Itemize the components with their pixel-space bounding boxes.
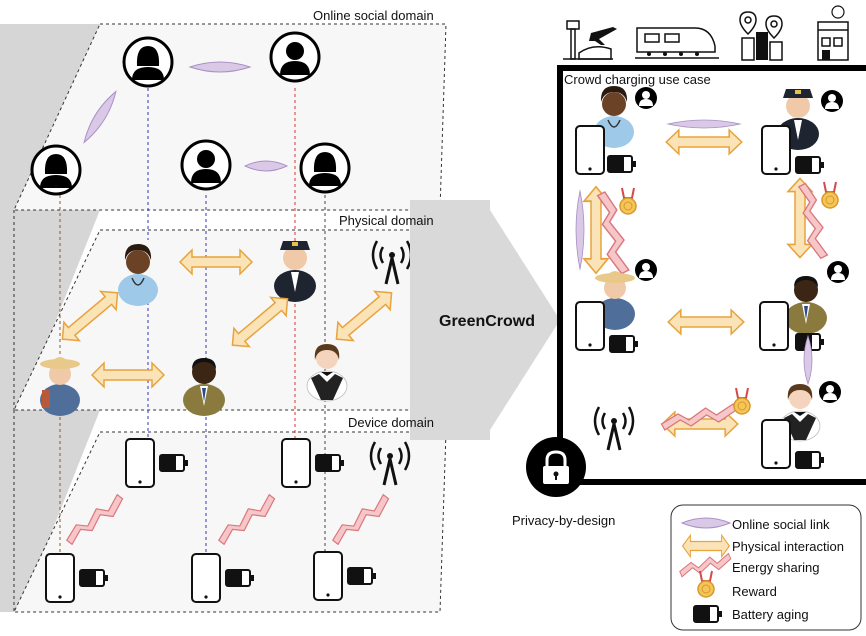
airport-icon [563,20,617,60]
battery-icon [795,451,825,469]
city-map-icon [739,11,783,61]
user-silhouette-icon [827,261,849,283]
battery-icon [225,569,255,587]
user-silhouette-icon [269,31,321,83]
user-silhouette-icon [821,90,843,112]
legend-label-physical-interaction: Physical interaction [732,539,844,554]
smartphone-icon [45,553,75,603]
battery-icon [159,454,189,472]
smartphone-icon [761,419,791,469]
user-silhouette-icon [819,381,841,403]
privacy-label: Privacy-by-design [512,513,616,528]
user-silhouette-icon [635,259,657,281]
device-domain-label: Device domain [348,415,434,430]
usecase-title: Crowd charging use case [564,72,711,87]
legend-label-energy-sharing: Energy sharing [732,560,820,575]
domain-layers [0,23,447,613]
physical-plane [13,229,447,411]
battery-icon [607,155,637,173]
legend-label-reward: Reward [732,584,777,599]
legend-battery-aging-icon [693,605,723,623]
smartphone-icon [281,438,311,488]
legend-box [670,504,862,631]
train-icon [635,27,719,59]
battery-icon [79,569,109,587]
battery-icon [795,156,825,174]
battery-icon [315,454,345,472]
smartphone-icon [191,553,221,603]
user-silhouette-icon [635,87,657,109]
battery-icon [609,335,639,353]
user-silhouette-icon [299,142,351,194]
smartphone-icon [313,551,343,601]
transition-arrow-head [436,210,560,430]
layer-side-shade [0,210,100,410]
smartphone-icon [759,301,789,351]
battery-icon [347,567,377,585]
smartphone-icon [575,301,605,351]
layer-side-shade [0,24,100,210]
user-silhouette-icon [180,139,232,191]
scenario-icons [563,5,849,61]
smartphone-icon [761,125,791,175]
legend-label-battery-aging: Battery aging [732,607,809,622]
smartphone-icon [575,125,605,175]
layer-side-shade [0,410,100,612]
user-silhouette-icon [122,36,174,88]
user-silhouette-icon [30,144,82,196]
legend-label-social-link: Online social link [732,517,830,532]
greencrowd-label: GreenCrowd [439,313,536,330]
social-domain-label: Online social domain [313,8,434,23]
shopping-mall-icon [817,5,849,61]
smartphone-icon [125,438,155,488]
physical-domain-label: Physical domain [339,213,434,228]
